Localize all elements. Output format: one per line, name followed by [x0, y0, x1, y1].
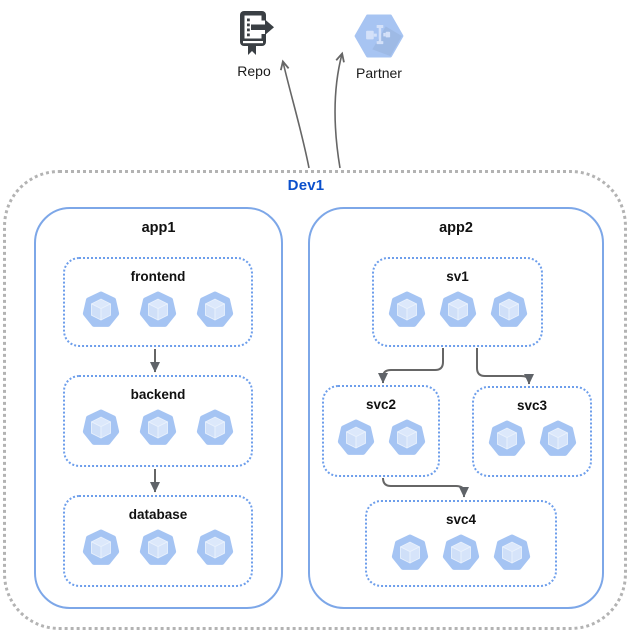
pod-icon	[139, 528, 177, 568]
app1-label: app1	[141, 220, 176, 236]
external-node-partner[interactable]: Partner	[348, 14, 410, 81]
pod-group	[82, 408, 234, 448]
pod-icon	[139, 290, 177, 330]
pod-group	[388, 290, 528, 330]
service-label: svc4	[445, 512, 477, 527]
pod-group	[337, 418, 426, 458]
pod-icon	[539, 419, 577, 459]
pod-icon	[388, 290, 426, 330]
service-box-svc4[interactable]: svc4	[365, 500, 557, 587]
partner-label: Partner	[356, 65, 402, 81]
edge-dev1-to-repo	[279, 59, 310, 169]
pod-icon	[442, 533, 480, 573]
service-label: frontend	[130, 269, 186, 284]
service-box-svc2[interactable]: svc2	[322, 385, 440, 477]
pod-icon	[391, 533, 429, 573]
service-label: svc2	[365, 397, 397, 412]
pod-icon	[439, 290, 477, 330]
pod-icon	[82, 528, 120, 568]
service-box-sv1[interactable]: sv1	[372, 257, 543, 347]
service-label: database	[128, 507, 188, 522]
service-label: svc3	[516, 398, 548, 413]
edge-dev1-to-partner	[334, 51, 345, 169]
environment-box-dev1	[3, 170, 627, 630]
pod-group	[391, 533, 531, 573]
pod-icon	[196, 290, 234, 330]
partner-hexagon-icon	[354, 14, 404, 58]
pod-group	[82, 290, 234, 330]
service-box-frontend[interactable]: frontend	[63, 257, 253, 347]
pod-icon	[493, 533, 531, 573]
repo-label: Repo	[237, 63, 271, 79]
pod-icon	[196, 528, 234, 568]
app2-label: app2	[439, 220, 473, 236]
source-repo-icon	[240, 11, 274, 55]
pod-icon	[196, 408, 234, 448]
pod-icon	[388, 418, 426, 458]
pod-icon	[139, 408, 177, 448]
pod-icon	[82, 408, 120, 448]
pod-icon	[490, 290, 528, 330]
external-node-repo[interactable]: Repo	[224, 10, 284, 79]
pod-group	[488, 419, 577, 459]
environment-label: Dev1	[287, 177, 325, 194]
service-label: backend	[130, 387, 186, 402]
pod-icon	[82, 290, 120, 330]
pod-icon	[337, 418, 375, 458]
service-label: sv1	[446, 269, 469, 284]
pod-group	[82, 528, 234, 568]
pod-icon	[488, 419, 526, 459]
service-box-backend[interactable]: backend	[63, 375, 253, 467]
service-box-database[interactable]: database	[63, 495, 253, 587]
service-box-svc3[interactable]: svc3	[472, 386, 592, 477]
